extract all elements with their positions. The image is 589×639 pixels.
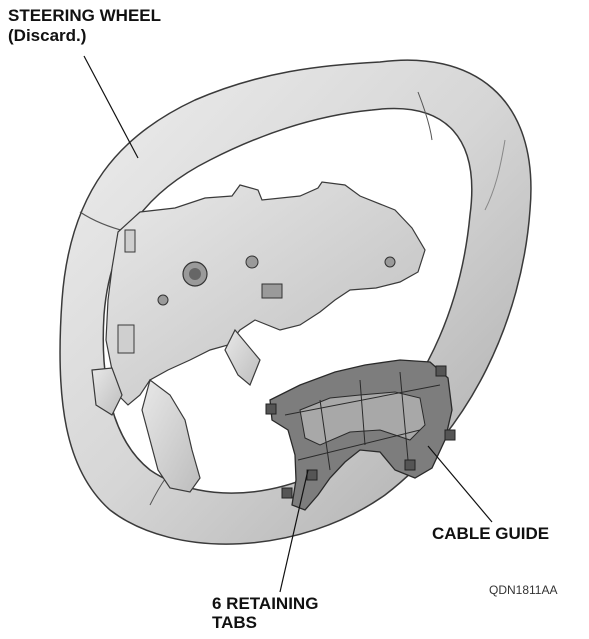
retaining-tabs-label-line2: TABS	[212, 613, 318, 632]
figure-code: QDN1811AA	[489, 583, 557, 597]
steering-wheel-label: STEERING WHEEL (Discard.)	[8, 6, 161, 46]
steering-wheel-label-line1: STEERING WHEEL	[8, 6, 161, 26]
steering-wheel-label-line2: (Discard.)	[8, 26, 161, 46]
retaining-tabs-label: 6 RETAINING TABS	[212, 594, 318, 632]
retaining-tabs-label-line1: 6 RETAINING	[212, 594, 318, 613]
cable-guide-label: CABLE GUIDE	[432, 524, 549, 544]
cable-guide-leader	[428, 446, 492, 522]
steering-wheel-leader	[84, 56, 138, 158]
